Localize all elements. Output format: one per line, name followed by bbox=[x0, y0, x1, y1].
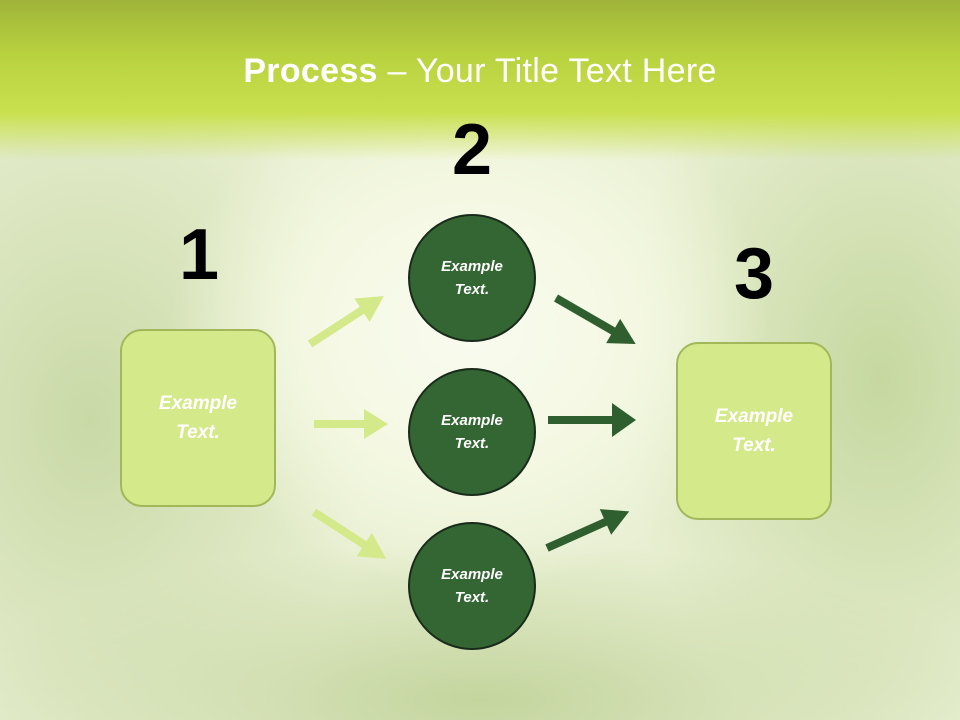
left-box: Example Text. bbox=[120, 329, 276, 507]
right-box-text: Example Text. bbox=[714, 406, 794, 456]
left-box-text: Example Text. bbox=[158, 393, 238, 443]
circle-middle-text: Example Text. bbox=[441, 412, 503, 452]
step-number-1: 1 bbox=[178, 215, 220, 295]
circle-bottom-text: Example Text. bbox=[441, 566, 503, 606]
arrow-left-to-middle bbox=[314, 409, 388, 439]
title-bold: Process bbox=[243, 52, 378, 90]
circle-top-text: Example Text. bbox=[441, 258, 503, 298]
arrow-bottom-to-right bbox=[545, 509, 630, 552]
right-box: Example Text. bbox=[676, 342, 832, 520]
arrow-left-to-top bbox=[307, 296, 384, 348]
step-number-3: 3 bbox=[733, 234, 775, 314]
arrow-left-to-bottom bbox=[311, 508, 387, 559]
circle-middle: Example Text. bbox=[408, 368, 536, 496]
slide-title: Process – Your Title Text Here bbox=[0, 52, 960, 91]
title-band bbox=[0, 0, 960, 160]
title-rest: – Your Title Text Here bbox=[377, 52, 717, 90]
step-number-2: 2 bbox=[451, 110, 493, 190]
circle-bottom: Example Text. bbox=[408, 522, 536, 650]
arrow-middle-to-right bbox=[548, 403, 636, 437]
circle-top: Example Text. bbox=[408, 214, 536, 342]
arrow-top-to-right bbox=[554, 294, 636, 344]
